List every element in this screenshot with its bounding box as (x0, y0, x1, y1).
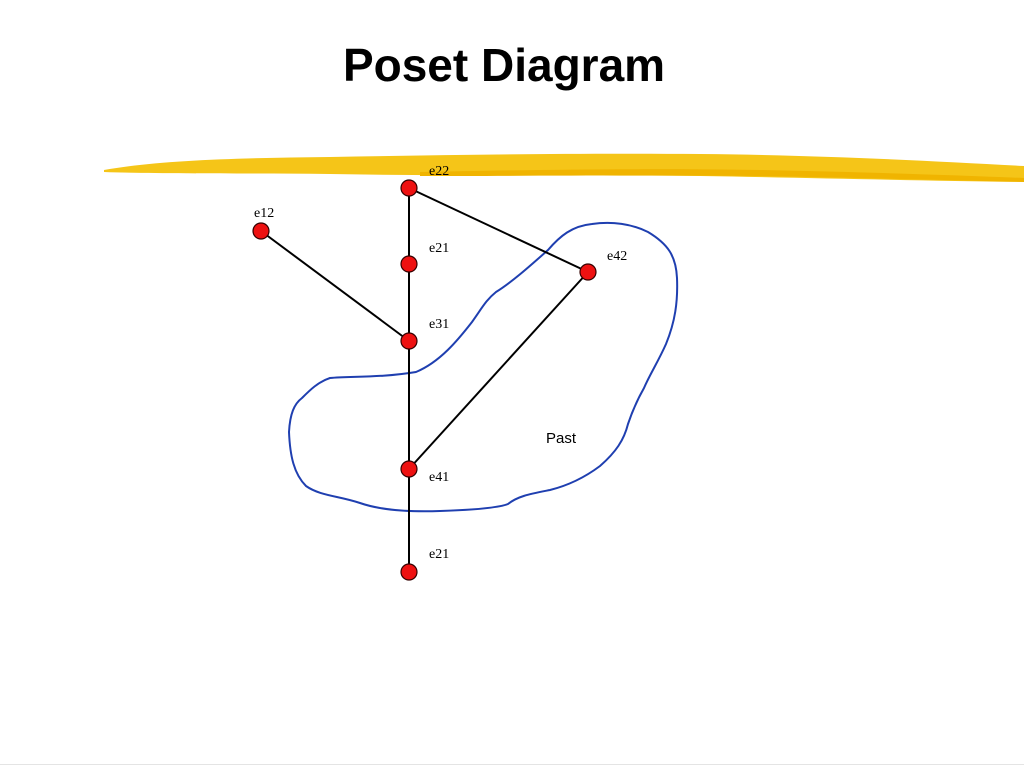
past-region-outline (287, 221, 679, 513)
node-label-e21_b: e21 (429, 547, 449, 562)
highlighter-stroke (104, 153, 1024, 182)
node-label-e42: e42 (607, 249, 627, 264)
node-label-e21_a: e21 (429, 241, 449, 256)
bottom-divider (0, 764, 1024, 765)
node-e21_b (400, 563, 418, 581)
node-e12 (252, 222, 270, 240)
edge-e12-e31 (260, 230, 410, 342)
node-e42 (579, 263, 597, 281)
page-title: Poset Diagram (342, 39, 666, 91)
highlighter-band-edge (420, 169, 1024, 182)
node-e21_a (400, 255, 418, 273)
node-label-e31: e31 (429, 317, 449, 332)
node-e41 (400, 460, 418, 478)
past-region-label: Past (546, 430, 577, 447)
poset-nodes: e22 e12 e21 e42 e31 e41 e21 (252, 164, 627, 581)
node-label-e12: e12 (254, 206, 274, 221)
poset-edges (260, 187, 589, 572)
node-e31 (400, 332, 418, 350)
edge-e42-e41 (408, 271, 589, 470)
node-label-e22_top: e22 (429, 164, 449, 179)
node-label-e41: e41 (429, 470, 449, 485)
edge-e22_top-e42 (408, 187, 589, 273)
node-e22_top (400, 179, 418, 197)
